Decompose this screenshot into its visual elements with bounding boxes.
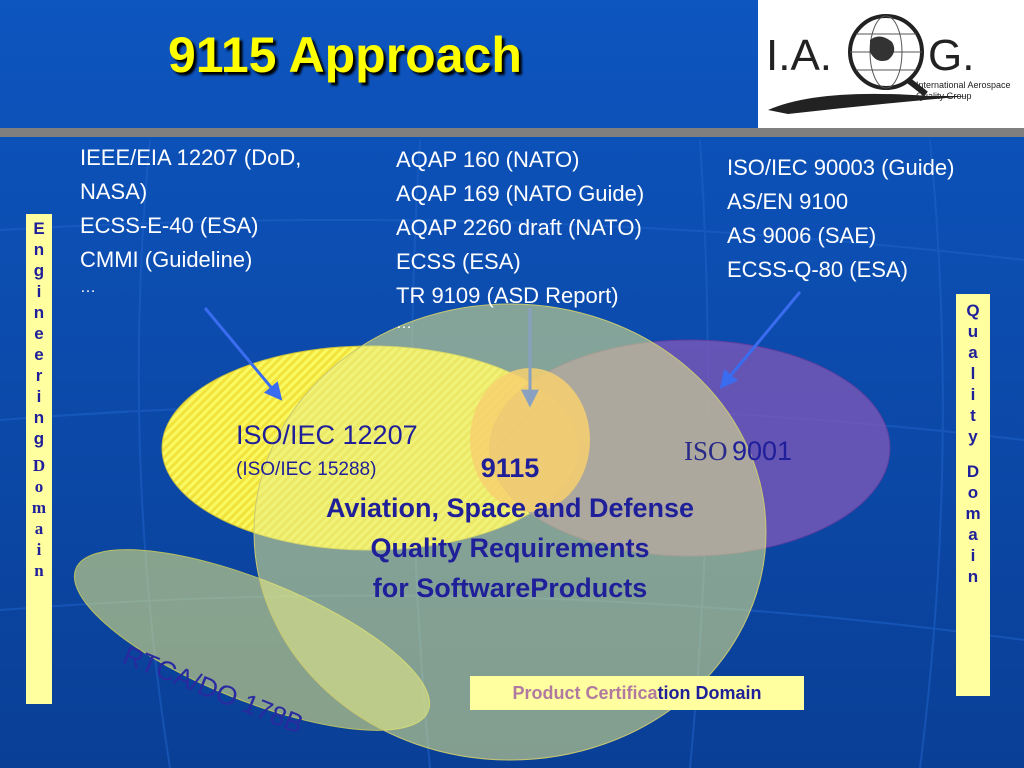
- vertical-letter: i: [36, 387, 42, 406]
- list-item: CMMI (Guideline): [80, 247, 253, 272]
- vertical-letter: y: [968, 427, 978, 446]
- center-line-4: for SoftwareProducts: [372, 573, 648, 603]
- arrow-engineering: [203, 307, 283, 401]
- vertical-letter: m: [965, 504, 981, 523]
- vertical-letter: e: [34, 345, 44, 364]
- vertical-letter: l: [970, 364, 976, 383]
- logo-letters: I.A.: [766, 31, 832, 80]
- list-item: NASA): [80, 179, 148, 204]
- defense-standards-list: AQAP 160 (NATO) AQAP 169 (NATO Guide) AQ…: [396, 143, 644, 335]
- vertical-letter: n: [33, 408, 45, 427]
- cert-text-part-2: tion Domain: [657, 683, 762, 703]
- ellipse-9115-domain: [253, 303, 767, 761]
- list-item: ECSS-E-40 (ESA): [80, 213, 259, 238]
- vertical-letter: n: [33, 303, 45, 322]
- airplane-icon: [768, 93, 968, 114]
- center-line-2: Aviation, Space and Defense: [325, 493, 695, 523]
- vertical-letter: g: [33, 261, 45, 280]
- vertical-letter: o: [34, 477, 44, 496]
- page-title: 9115 Approach: [168, 27, 522, 83]
- svg-text:G.: G.: [928, 31, 974, 80]
- list-item: …: [80, 279, 96, 296]
- list-item: IEEE/EIA 12207 (DoD,: [80, 145, 302, 170]
- quality-standards-list: ISO/IEC 90003 (Guide) AS/EN 9100 AS 9006…: [727, 151, 954, 287]
- ellipse-core-overlap: [470, 368, 590, 512]
- list-item: AQAP 2260 draft (NATO): [396, 215, 642, 240]
- iso12207-label: ISO/IEC 12207: [236, 420, 418, 450]
- iaqg-logo-graphic: I.A. G. International Aerospace Quality …: [766, 14, 1011, 114]
- iso9001-label: ISO 9001: [684, 436, 792, 467]
- vertical-letter: o: [967, 483, 979, 502]
- vertical-letter: n: [967, 567, 979, 586]
- vertical-letter: a: [968, 525, 978, 544]
- list-item: AQAP 160 (NATO): [396, 147, 580, 172]
- vertical-letter: n: [34, 561, 44, 580]
- list-item: AQAP 169 (NATO Guide): [396, 181, 645, 206]
- list-item: TR 9109 (ASD Report): [396, 283, 619, 308]
- header-divider: [0, 128, 1024, 137]
- vertical-letter: D: [32, 456, 46, 475]
- vertical-letter: a: [34, 519, 44, 538]
- arrow-quality: [719, 291, 802, 389]
- vertical-letter: i: [36, 540, 42, 559]
- vertical-letter: m: [31, 498, 47, 517]
- list-item: …: [396, 315, 412, 332]
- center-line-3: Quality Requirements: [370, 533, 650, 563]
- list-item: ECSS (ESA): [396, 249, 521, 274]
- vertical-letter: e: [34, 324, 44, 343]
- vertical-letter: E: [33, 219, 45, 238]
- engineering-standards-list: IEEE/EIA 12207 (DoD, NASA) ECSS-E-40 (ES…: [80, 141, 301, 299]
- vertical-letter: n: [33, 240, 45, 259]
- center-line-1: 9115: [480, 453, 540, 483]
- list-item: ECSS-Q-80 (ESA): [727, 257, 908, 282]
- iso9001-prefix: ISO: [684, 436, 728, 466]
- vertical-letter: r: [35, 366, 43, 385]
- list-item: AS/EN 9100: [727, 189, 849, 214]
- vertical-letter: a: [968, 343, 978, 362]
- logo-line-1: International Aerospace: [916, 80, 1011, 90]
- iaqg-logo: I.A. G. International Aerospace Quality …: [758, 0, 1024, 128]
- center-9115-text: 9115 Aviation, Space and Defense Quality…: [270, 448, 750, 608]
- logo-line-2: Quality Group: [916, 91, 972, 101]
- vertical-letter: Q: [966, 301, 980, 320]
- cert-text-part-1: Product Certifica: [512, 683, 658, 703]
- vertical-letter: i: [970, 546, 976, 565]
- vertical-letter: g: [33, 429, 45, 448]
- vertical-letter: u: [967, 322, 979, 341]
- list-item: AS 9006 (SAE): [727, 223, 877, 248]
- vertical-letter: t: [970, 406, 976, 425]
- vertical-letter: i: [970, 385, 976, 404]
- product-certification-domain-box: Product Certification Domain: [470, 676, 804, 710]
- vertical-letter: i: [36, 282, 42, 301]
- vertical-letter: D: [966, 462, 980, 481]
- iso15288-label: (ISO/IEC 15288): [236, 459, 377, 480]
- list-item: ISO/IEC 90003 (Guide): [727, 155, 955, 180]
- iso9001-number: 9001: [731, 436, 793, 466]
